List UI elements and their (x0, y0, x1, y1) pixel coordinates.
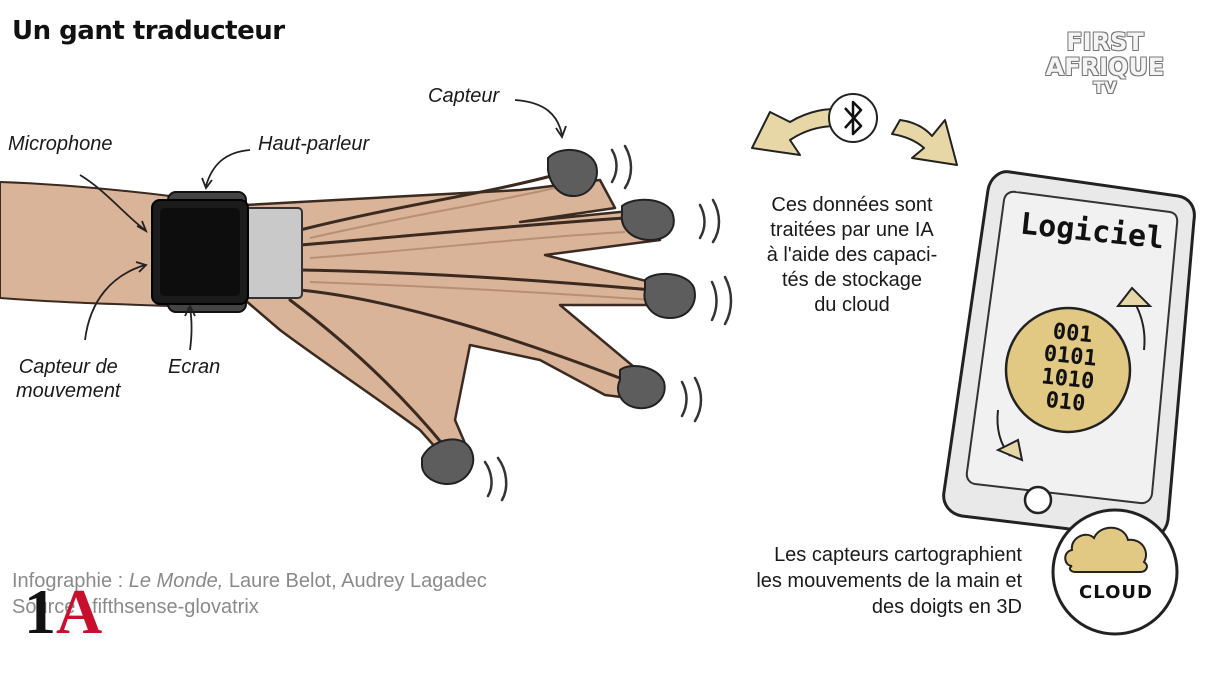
sensor-text-line: les mouvements de la main et (756, 570, 1022, 592)
ai-text-line: traitées par une IA (770, 219, 934, 241)
bluetooth-icon (828, 93, 878, 143)
credits: Infographie : Le Monde, Laure Belot, Aud… (12, 568, 487, 620)
label-capteur: Capteur (428, 85, 500, 107)
binary-digits: 001 0101 1010 010 (1021, 318, 1116, 419)
phone-illustration (942, 170, 1196, 540)
sensor-text-line: Les capteurs cartographient (774, 544, 1022, 566)
ai-text-line: à l'aide des capaci- (766, 244, 938, 266)
logo-line-afrique: AFRIQUE (1045, 53, 1165, 82)
label-capteur-mouvement-line2: mouvement (16, 380, 121, 402)
logo-line-tv: TV (1093, 78, 1117, 98)
label-ecran: Ecran (168, 356, 221, 378)
label-capteur-mouvement-line1: Capteur de (18, 356, 118, 378)
label-haut-parleur: Haut-parleur (258, 133, 370, 155)
credit-infographie: Infographie : Le Monde, Laure Belot, Aud… (12, 568, 487, 594)
ai-processing-text: Ces données sont traitées par une IA à l… (748, 193, 956, 318)
hand-illustration (0, 144, 733, 502)
cloud-icon (1064, 526, 1148, 573)
sensor-text-line: des doigts en 3D (871, 596, 1022, 618)
cloud-badge (1051, 508, 1179, 636)
label-microphone: Microphone (8, 133, 113, 155)
logo-letter: A (56, 576, 103, 647)
label-capteur-mouvement: Capteur de mouvement (16, 355, 121, 403)
ai-text-line: Ces données sont (771, 194, 933, 216)
binary-data-icon (1004, 306, 1132, 434)
sensor-mapping-text: Les capteurs cartographient les mouvemen… (700, 542, 1022, 620)
first-afrique-tv-logo: FIRST AFRIQUE TV (1045, 28, 1165, 98)
channel-1a-logo: 1A (24, 580, 102, 644)
page-title: Un gant traducteur (12, 16, 285, 46)
logo-digit: 1 (24, 576, 56, 647)
logo-line-first: FIRST (1066, 28, 1144, 56)
credit-source: Source : fifthsense-glovatrix (12, 596, 259, 618)
credit-authors: Laure Belot, Audrey Lagadec (223, 570, 487, 592)
credit-prefix: Infographie : (12, 570, 129, 592)
leader-arrows (79, 99, 567, 351)
ai-text-line: du cloud (814, 294, 890, 316)
bluetooth-exchange (751, 93, 958, 166)
cloud-label: CLOUD (1079, 582, 1153, 603)
credit-source-publication: Le Monde, (128, 570, 224, 592)
ai-text-line: tés de stockage (781, 269, 923, 291)
